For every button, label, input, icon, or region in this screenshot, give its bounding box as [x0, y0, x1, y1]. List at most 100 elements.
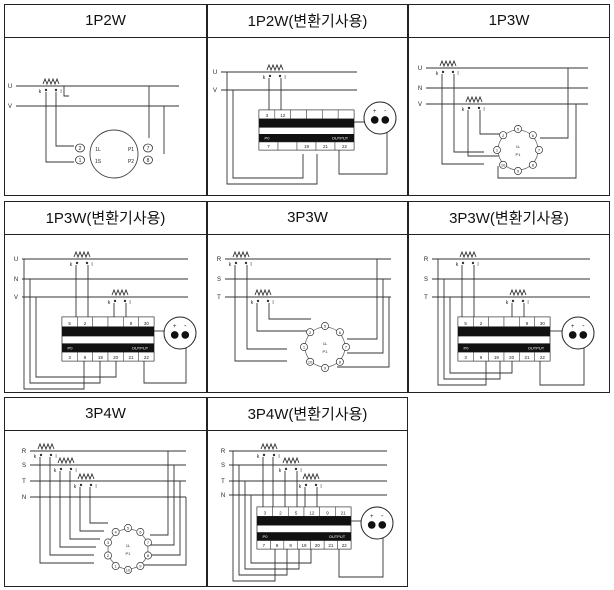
- terminal: [499, 160, 508, 169]
- transducer-p0-label: P0: [263, 534, 269, 539]
- line-label-t: T: [217, 295, 221, 301]
- line-label-n: N: [14, 277, 18, 283]
- terminal: [528, 131, 537, 140]
- transducer-cell: [337, 540, 352, 550]
- ct-l-label: l: [457, 71, 458, 77]
- display-meter: [561, 316, 595, 350]
- current-transformer: [232, 250, 250, 259]
- terminal: [514, 167, 522, 175]
- wire: [449, 297, 513, 374]
- display-minus-label: -: [582, 323, 585, 330]
- transducer-top-number: 12: [309, 511, 315, 516]
- terminal: [75, 143, 85, 153]
- display-meter: [363, 101, 397, 135]
- ct-l-label: l: [320, 484, 321, 490]
- terminal-number: 7: [345, 345, 348, 350]
- ct-dot: [511, 299, 515, 303]
- terminal: [493, 146, 501, 154]
- ct-dot: [69, 467, 73, 471]
- transducer-bottom-number: 22: [144, 355, 150, 360]
- transducer-cell: [290, 109, 307, 120]
- ct-l-label: l: [91, 262, 92, 268]
- diagram-title: 3P4W: [4, 397, 207, 431]
- terminal-number: 8: [147, 158, 150, 164]
- ct-k-label: k: [462, 107, 465, 113]
- display-terminal-minus: [378, 521, 387, 529]
- ct-dot: [461, 261, 465, 265]
- line-label-r: R: [424, 257, 429, 263]
- ct-l-label: l: [129, 300, 130, 306]
- transducer-bottom-number: 9: [480, 355, 483, 360]
- terminal-number: 5: [517, 127, 520, 132]
- ct-l-label: l: [75, 468, 76, 474]
- ct-dot: [278, 74, 282, 78]
- terminal-number: 9: [324, 366, 327, 371]
- transducer-output-label: OUTPUT: [332, 136, 349, 141]
- diagram-title: 3P3W: [207, 201, 408, 235]
- terminal-number: 10: [126, 568, 131, 573]
- transducer-cell: [277, 141, 298, 151]
- transducer-cell: [337, 109, 355, 120]
- diagram-title: 1P3W: [408, 4, 610, 38]
- current-transformer: [73, 250, 91, 259]
- wire: [150, 451, 169, 536]
- transducer-top-number: 9: [526, 321, 529, 326]
- ct-k-label: k: [229, 262, 232, 268]
- transducer-bottom-number: 19: [301, 543, 307, 548]
- diagram-title: 1P3W(변환기사용): [4, 201, 207, 235]
- current-transformer: [111, 288, 129, 297]
- meter-label: P1: [128, 147, 134, 153]
- transducer-bottom-number: 20: [113, 355, 119, 360]
- transducer-top-number: 3: [266, 113, 269, 118]
- ct-dot: [49, 453, 53, 457]
- terminal-number: 9: [139, 564, 142, 569]
- terminal: [300, 343, 308, 351]
- ct-l-label: l: [483, 107, 484, 113]
- ct-dot: [294, 467, 298, 471]
- meter-label: 1L: [323, 341, 328, 346]
- ct-k-label: k: [34, 454, 37, 460]
- display-minus-label: -: [384, 108, 387, 115]
- transducer-top-number: 5: [464, 321, 467, 326]
- ct-dot: [244, 261, 248, 265]
- wire: [79, 487, 104, 532]
- transducer-bottom-number: 19: [494, 355, 500, 360]
- transducer-top-number: 30: [144, 321, 150, 326]
- wire: [49, 457, 94, 556]
- ct-dot: [441, 70, 445, 74]
- ct-dot: [471, 261, 475, 265]
- line-label-r: R: [221, 449, 226, 455]
- wire: [143, 345, 187, 384]
- ct-dot: [451, 70, 455, 74]
- terminal-number: 9: [517, 169, 520, 174]
- current-transformer: [439, 59, 457, 68]
- terminal: [144, 551, 152, 560]
- wire: [234, 265, 287, 362]
- ct-k-label: k: [279, 468, 282, 474]
- display-terminal-plus: [568, 331, 577, 339]
- transducer-top-number: 5: [295, 511, 298, 516]
- transducer-top-number: 30: [540, 321, 546, 326]
- ct-dot: [521, 299, 525, 303]
- terminal-number: 2: [309, 330, 312, 335]
- wire: [59, 471, 96, 548]
- ct-dot: [256, 299, 260, 303]
- ct-l-label: l: [55, 454, 56, 460]
- transducer-bottom-number: 21: [524, 355, 530, 360]
- terminal-number: 7: [147, 146, 150, 152]
- ct-l-label: l: [284, 75, 285, 81]
- terminal: [143, 155, 153, 165]
- wire: [338, 535, 384, 578]
- line-label-s: S: [424, 277, 428, 283]
- terminal: [136, 562, 145, 570]
- terminal: [335, 328, 344, 337]
